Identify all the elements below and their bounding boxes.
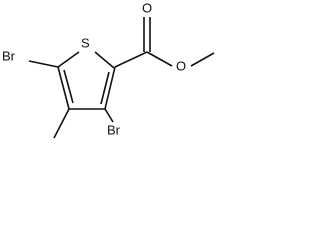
carbonyl-oxygen-label: O <box>142 0 152 15</box>
sulfur-label: S <box>81 35 90 50</box>
bond-carbonyl-ester-o <box>146 51 173 67</box>
atom-labels: S Br Br O O <box>2 0 186 137</box>
bond-c2-carbonyl <box>114 51 148 68</box>
chemical-structure: S Br Br O O <box>2 0 215 139</box>
ester-oxygen-label: O <box>176 58 186 73</box>
bond-c5-br <box>28 60 59 68</box>
bond-c5-s <box>57 51 80 68</box>
bond-c4-methyl <box>53 108 70 139</box>
bond-ester-o-methyl <box>190 52 215 67</box>
bromine-label-c3: Br <box>107 122 121 137</box>
bonds <box>28 17 215 139</box>
bond-c2-c3 <box>104 66 116 110</box>
bond-c4-c5-inner <box>63 69 74 104</box>
bromine-label-c5: Br <box>2 48 16 63</box>
bond-c2-c3-inner <box>100 71 110 105</box>
bond-c4-c5 <box>57 66 70 110</box>
bond-s-c2 <box>94 51 115 69</box>
bond-c3-br <box>104 108 114 123</box>
